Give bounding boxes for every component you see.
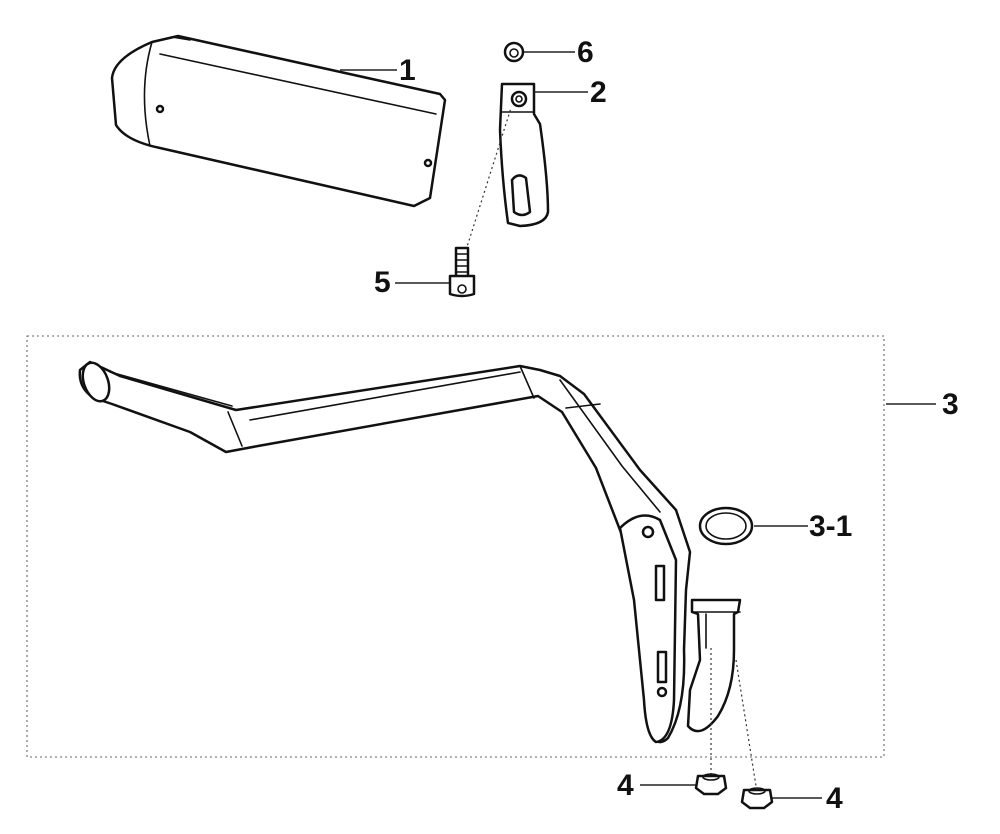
bolt — [448, 246, 476, 298]
nut-right — [740, 787, 774, 810]
muffler-screw-rear — [423, 158, 433, 168]
nut-left — [694, 773, 728, 796]
callout-4-left: 4 — [617, 769, 634, 802]
callout-2: 2 — [590, 76, 607, 109]
bracket — [498, 82, 550, 228]
gasket — [698, 506, 754, 546]
callout-1: 1 — [399, 54, 416, 87]
callout-6: 6 — [577, 36, 594, 69]
header-pipe — [78, 360, 742, 744]
header-assembly-box — [26, 335, 885, 758]
muffler-screw-front — [155, 104, 165, 114]
callout-3-1: 3-1 — [809, 510, 852, 543]
callout-4-right: 4 — [826, 782, 843, 815]
callout-5: 5 — [374, 266, 391, 299]
muffler — [110, 34, 447, 208]
callout-3: 3 — [942, 388, 959, 421]
spacer — [503, 41, 525, 63]
